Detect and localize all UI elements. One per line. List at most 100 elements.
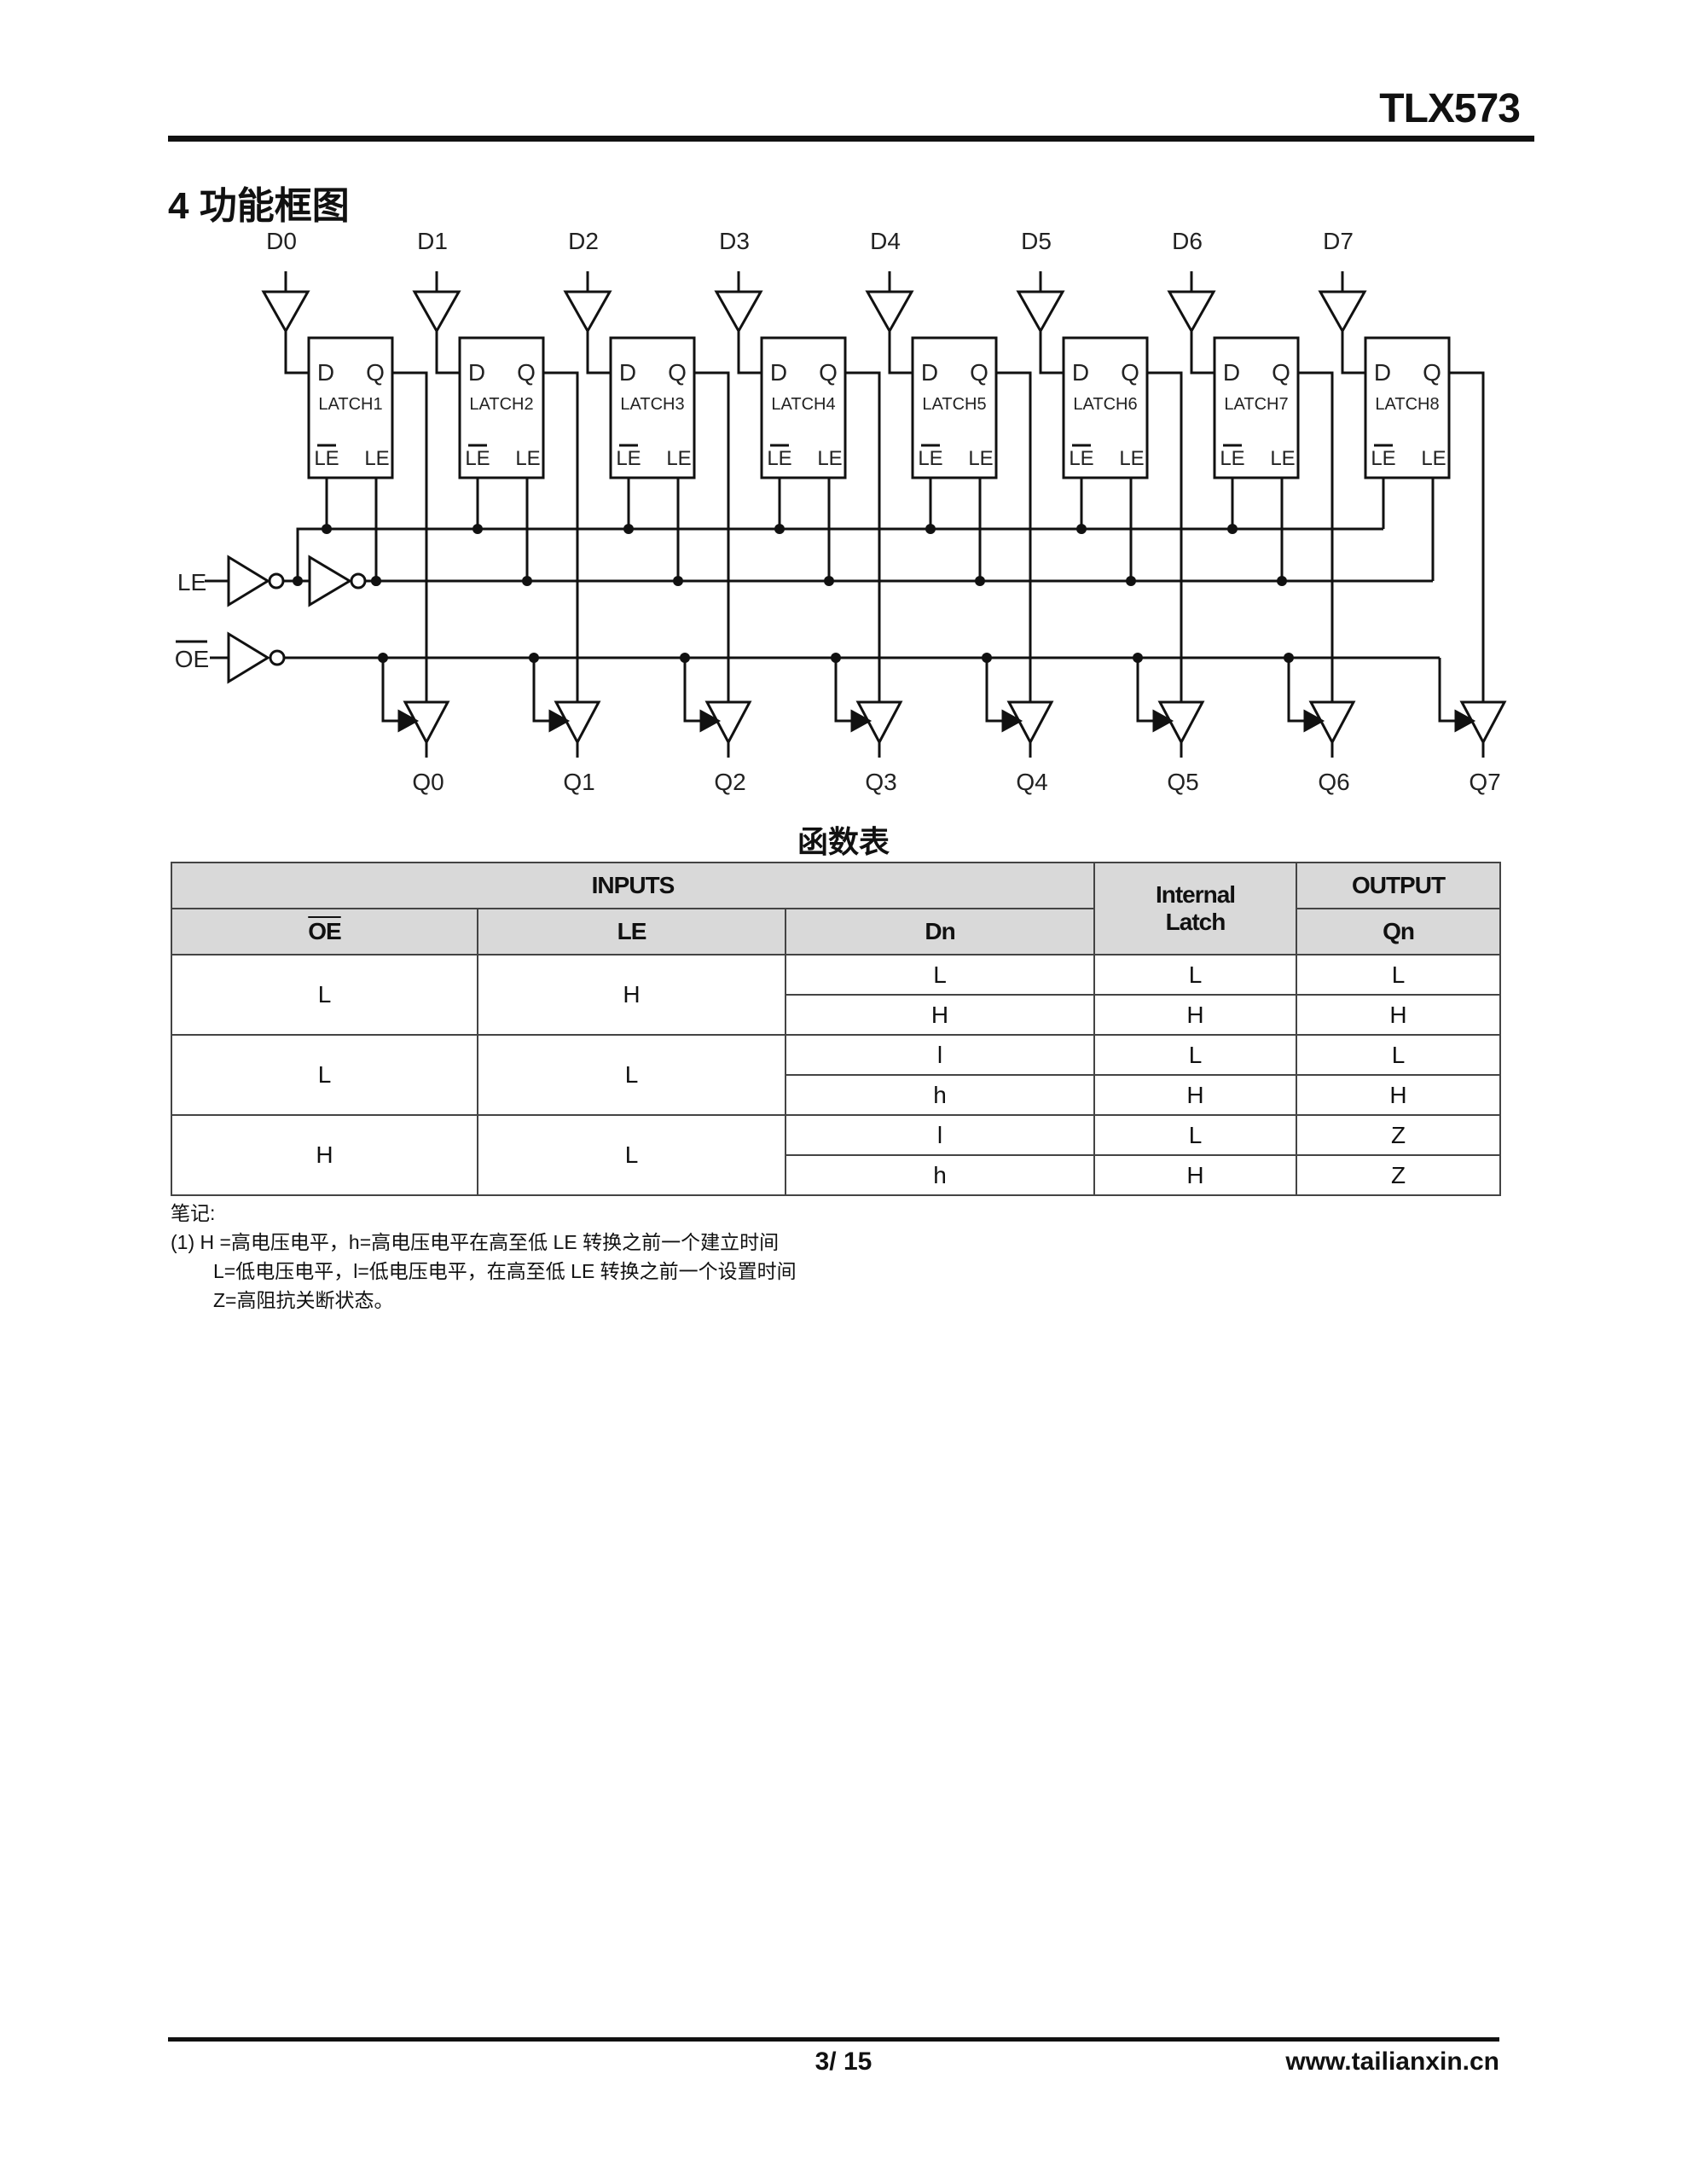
arrow-icon xyxy=(1001,709,1023,733)
input-label-d0: D0 xyxy=(266,228,297,254)
pin-d-label: D xyxy=(1374,359,1391,386)
latch-box xyxy=(1062,336,1149,479)
data-wire xyxy=(284,331,309,375)
cell-dn: L xyxy=(784,954,1096,996)
cell-latch: L xyxy=(1093,1034,1298,1076)
document-title: TLX573 xyxy=(1379,86,1521,131)
header-oe-text: OE xyxy=(308,918,341,944)
table-row: L H L L L xyxy=(171,954,1502,1036)
pin-d-label: D xyxy=(921,359,938,386)
pin-d-label: D xyxy=(619,359,636,386)
pin-q-label: Q xyxy=(668,359,687,386)
input-buffer-icon xyxy=(261,290,310,334)
le-bar-bus xyxy=(296,527,1383,581)
oe-branch-wire xyxy=(985,658,1005,723)
input-label-d6: D6 xyxy=(1172,228,1203,254)
cell-oe: L xyxy=(171,954,478,1036)
q-wire xyxy=(392,371,428,702)
pin-le-label: LE xyxy=(968,447,993,470)
pin-q-label: Q xyxy=(517,359,536,386)
data-wire xyxy=(586,331,611,375)
output-label-q3: Q3 xyxy=(865,769,896,795)
arrow-icon xyxy=(699,709,722,733)
header-oe: OE xyxy=(171,908,478,956)
cell-qn: H xyxy=(1296,994,1502,1036)
cell-qn: Z xyxy=(1296,1154,1502,1196)
output-label-q0: Q0 xyxy=(412,769,443,795)
latch-label: LATCH3 xyxy=(620,395,684,414)
pin-le-bar-label: LE xyxy=(616,447,641,470)
pin-q-label: Q xyxy=(366,359,385,386)
header-le: LE xyxy=(477,908,786,956)
pin-le-bar-label: LE xyxy=(1069,447,1093,470)
cell-dn: h xyxy=(784,1074,1096,1116)
cell-qn: H xyxy=(1296,1074,1502,1116)
output-label-q1: Q1 xyxy=(563,769,594,795)
table-row: h H Z xyxy=(171,1154,1502,1196)
pin-q-label: Q xyxy=(1423,359,1441,386)
pin-d-label: D xyxy=(468,359,485,386)
q-wire xyxy=(996,371,1032,702)
inverter-bubble xyxy=(269,649,286,666)
table-row: h H H xyxy=(171,1074,1502,1116)
header-rule xyxy=(168,136,1534,142)
pin-le-label: LE xyxy=(1270,447,1295,470)
pin-q-label: Q xyxy=(1121,359,1139,386)
latch-label: LATCH2 xyxy=(469,395,533,414)
header-latch-text: Latch xyxy=(1165,909,1226,935)
oe-branch-wire xyxy=(683,658,703,723)
output-label-q4: Q4 xyxy=(1016,769,1047,795)
data-wire xyxy=(435,331,460,375)
latch-box xyxy=(458,336,545,479)
cell-qn: L xyxy=(1296,1034,1502,1076)
cell-le: L xyxy=(477,1114,786,1196)
inverter-bubble xyxy=(268,572,285,590)
input-buffer-icon xyxy=(563,290,612,334)
output-label-q7: Q7 xyxy=(1469,769,1500,795)
arrow-icon xyxy=(1454,709,1476,733)
oe-branch-wire xyxy=(1287,658,1307,723)
data-wire xyxy=(1190,331,1215,375)
header-dn: Dn xyxy=(784,908,1096,956)
cell-latch: H xyxy=(1093,994,1298,1036)
junction-dot xyxy=(293,576,303,586)
latch-label: LATCH5 xyxy=(922,395,986,414)
input-buffer-icon xyxy=(865,290,914,334)
latch-label: LATCH8 xyxy=(1375,395,1439,414)
inverter-icon xyxy=(227,555,270,607)
cell-dn: l xyxy=(784,1114,1096,1156)
arrow-icon xyxy=(548,709,571,733)
data-wire xyxy=(888,331,913,375)
input-label-d5: D5 xyxy=(1021,228,1052,254)
oe-branch-wire xyxy=(1438,658,1458,723)
data-wire xyxy=(737,331,762,375)
cell-dn: l xyxy=(784,1034,1096,1076)
q-wire xyxy=(1298,371,1334,702)
arrow-icon xyxy=(1152,709,1174,733)
oe-branch-wire xyxy=(532,658,552,723)
junction-dot xyxy=(371,576,381,586)
latch-box xyxy=(760,336,847,479)
notes-title: 笔记: xyxy=(171,1202,216,1224)
input-buffer-icon xyxy=(1318,290,1367,334)
pin-le-label: LE xyxy=(666,447,691,470)
output-label-q2: Q2 xyxy=(714,769,745,795)
input-buffer-icon xyxy=(714,290,763,334)
latch-box xyxy=(1213,336,1300,479)
arrow-icon xyxy=(1303,709,1325,733)
header-output: OUTPUT xyxy=(1296,862,1502,909)
input-label-d2: D2 xyxy=(568,228,599,254)
page-number: 3/ 15 xyxy=(815,2048,872,2076)
input-buffer-icon xyxy=(1016,290,1065,334)
cell-dn: h xyxy=(784,1154,1096,1196)
cell-oe: H xyxy=(171,1114,478,1196)
note-line: (1) H =高电压电平，h=高电压电平在高至低 LE 转换之前一个建立时间 xyxy=(171,1231,780,1253)
pin-q-label: Q xyxy=(819,359,838,386)
pin-le-label: LE xyxy=(515,447,540,470)
pin-q-label: Q xyxy=(970,359,988,386)
website-link[interactable]: www.tailianxin.cn xyxy=(1285,2048,1499,2076)
note-line: Z=高阻抗关断状态。 xyxy=(213,1289,394,1311)
table-row: H H H xyxy=(171,994,1502,1036)
input-label-d4: D4 xyxy=(870,228,901,254)
